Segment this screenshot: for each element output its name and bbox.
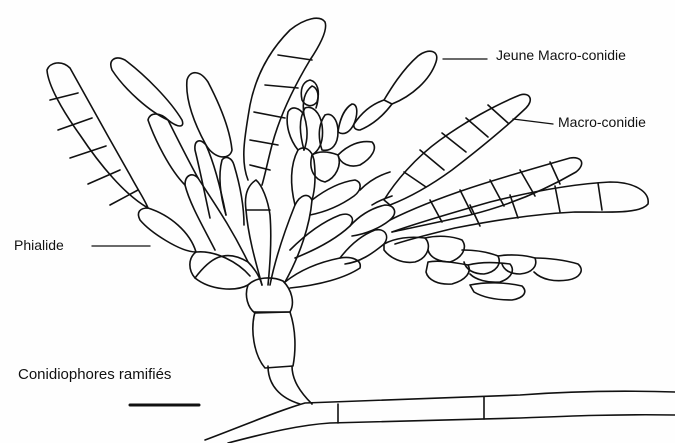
label-phialide: Phialide xyxy=(14,237,64,254)
leader-macro-conidie xyxy=(513,119,553,124)
right-lower-branch xyxy=(285,180,581,300)
center-tall-conidium xyxy=(244,18,326,285)
conidiophore-stalk xyxy=(246,278,312,404)
label-conidiophores: Conidiophores ramifiés xyxy=(18,366,171,383)
label-jeune-macro-conidie: Jeune Macro-conidie xyxy=(496,47,626,64)
hypha xyxy=(205,391,675,443)
label-macro-conidie: Macro-conidie xyxy=(558,114,646,131)
